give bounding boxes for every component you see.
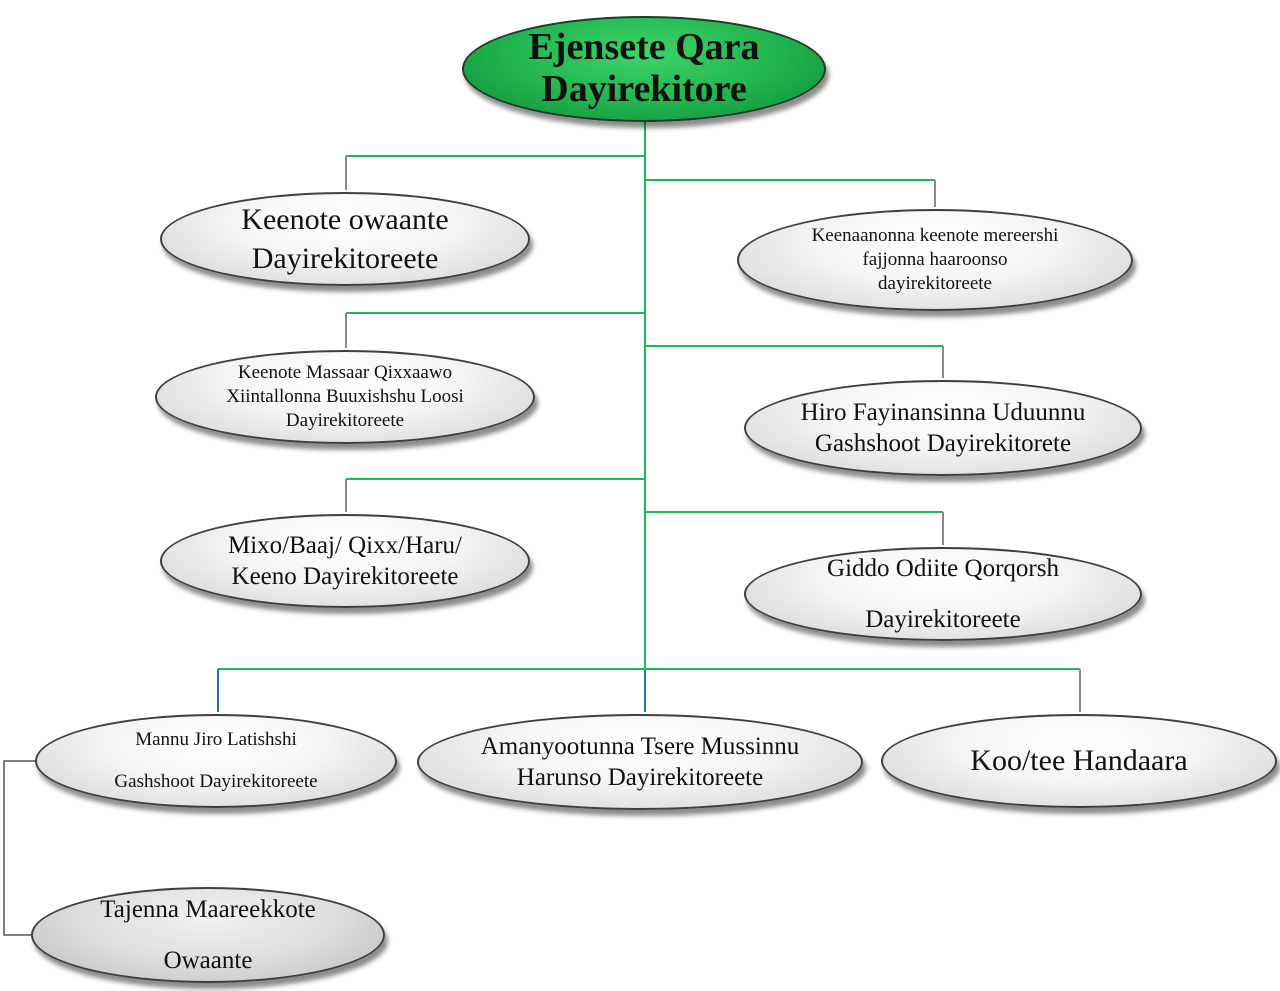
- node-label-line: Dayirekitoreete: [285, 409, 405, 431]
- node-label-line: Ejensete Qara: [528, 26, 760, 69]
- node-label-line: Koo/tee Handaara: [970, 744, 1188, 778]
- node-mixo-baaj: Mixo/Baaj/ Qixx/Haru/ Keeno Dayirekitore…: [160, 514, 530, 608]
- node-label-line: Owaante: [163, 947, 253, 974]
- node-label-line: Gashshoot Dayirekitoreete: [114, 771, 318, 792]
- node-label-line: Dayirekitoreete: [865, 606, 1021, 633]
- node-label-line: Tajenna Maareekkote: [100, 895, 316, 923]
- node-label-line: Amanyootunna Tsere Mussinnu: [480, 732, 800, 760]
- node-label-line: Keenote owaante: [241, 203, 449, 236]
- node-mannu-jiro: Mannu Jiro Latishshi Gashshoot Dayirekit…: [35, 714, 397, 808]
- node-label-line: Giddo Odiite Qorqorsh: [827, 554, 1059, 582]
- node-keenaanonna: Keenaanonna keenote mereershi fajjonna h…: [737, 209, 1133, 311]
- node-label-line: Mannu Jiro Latishshi: [135, 729, 297, 751]
- node-label-line: dayirekitoreete: [878, 272, 992, 294]
- node-koo-tee-handaara: Koo/tee Handaara: [881, 714, 1277, 808]
- root-node: Ejensete Qara Dayirekitore: [462, 16, 826, 122]
- node-keenote-massaar: Keenote Massaar Qixxaawo Xiintallonna Bu…: [155, 350, 535, 444]
- node-label-line: fajjonna haaroonso: [862, 249, 1008, 271]
- node-label-line: Keenaanonna keenote mereershi: [811, 225, 1059, 247]
- node-label-line: Xiintallonna Buuxishshu Loosi: [226, 386, 464, 408]
- node-label-line: Dayirekitore: [541, 68, 747, 110]
- node-label-line: Keenote Massaar Qixxaawo: [237, 362, 453, 384]
- node-label-line: Dayirekitoreete: [251, 242, 439, 275]
- node-giddo-odiite: Giddo Odiite Qorqorsh Dayirekitoreete: [744, 547, 1142, 641]
- node-hiro-fayinansinna: Hiro Fayinansinna Uduunnu Gashshoot Dayi…: [744, 380, 1142, 476]
- sub-node-bracket: [3, 760, 36, 936]
- node-label-line: Hiro Fayinansinna Uduunnu: [800, 398, 1086, 426]
- node-label-line: Mixo/Baaj/ Qixx/Haru/: [228, 531, 462, 559]
- node-tajenna-maareekkote: Tajenna Maareekkote Owaante: [31, 887, 385, 983]
- node-keenote-owaante: Keenote owaante Dayirekitoreete: [160, 192, 530, 286]
- node-label-line: Keeno Dayirekitoreete: [231, 563, 459, 590]
- node-label-line: Gashshoot Dayirekitorete: [814, 430, 1072, 457]
- node-label-line: Harunso Dayirekitoreete: [516, 764, 764, 791]
- node-amanyootunna: Amanyootunna Tsere Mussinnu Harunso Dayi…: [417, 714, 863, 810]
